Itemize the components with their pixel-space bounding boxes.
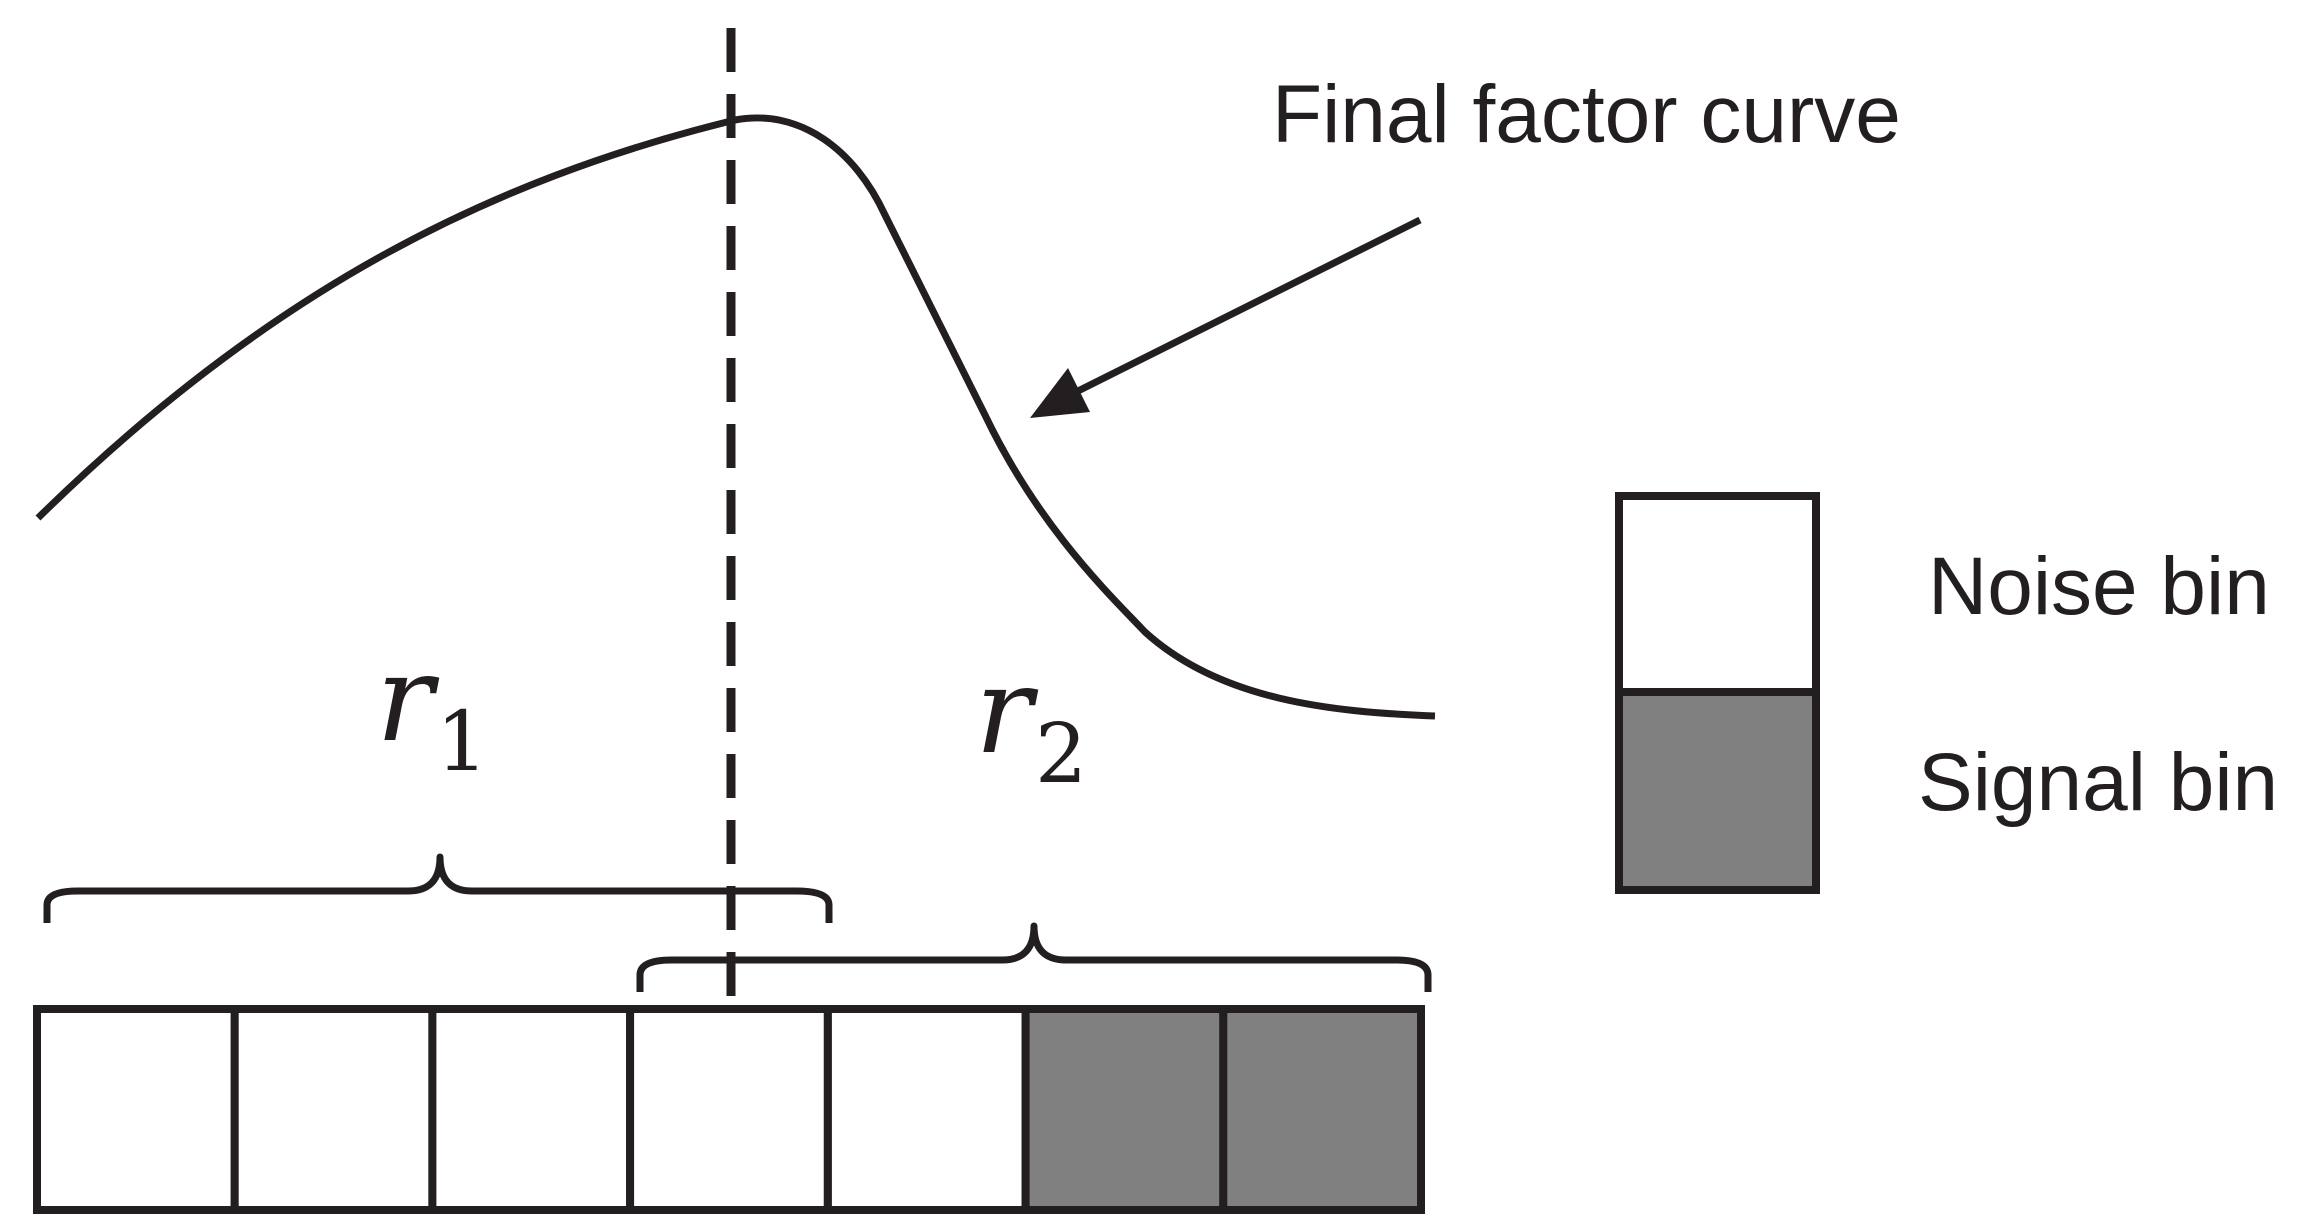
noise-bin-4	[626, 1005, 832, 1214]
legend-signal-label: Signal bin	[1918, 737, 2278, 828]
annotation-arrowhead	[1030, 368, 1090, 418]
legend-noise-swatch	[1615, 492, 1820, 696]
legend-signal-swatch	[1615, 688, 1820, 894]
range-symbol-r1: r	[376, 630, 440, 769]
signal-bin-6	[1021, 1005, 1228, 1214]
brace-r1	[43, 853, 833, 923]
signal-bin-7	[1219, 1005, 1426, 1214]
bin-row	[33, 1005, 1426, 1214]
legend-noise-label: Noise bin	[1928, 541, 2270, 632]
curve-label: Final factor curve	[1272, 69, 1901, 160]
noise-bin-5	[823, 1005, 1030, 1214]
final-factor-curve	[35, 114, 1436, 720]
noise-bin-3	[428, 1005, 635, 1214]
range-symbol-r2: r	[975, 642, 1039, 781]
range-subscript-r2: 2	[1035, 707, 1087, 802]
noise-bin-1	[33, 1005, 239, 1214]
noise-bin-2	[230, 1005, 437, 1214]
annotation-arrow-line	[1058, 216, 1422, 404]
range-subscript-r1: 1	[436, 695, 488, 790]
range-label-r1: r 1	[376, 630, 488, 790]
brace-r2	[636, 922, 1432, 992]
legend: Noise bin Signal bin	[1615, 492, 2278, 894]
range-label-r2: r 2	[975, 642, 1087, 802]
